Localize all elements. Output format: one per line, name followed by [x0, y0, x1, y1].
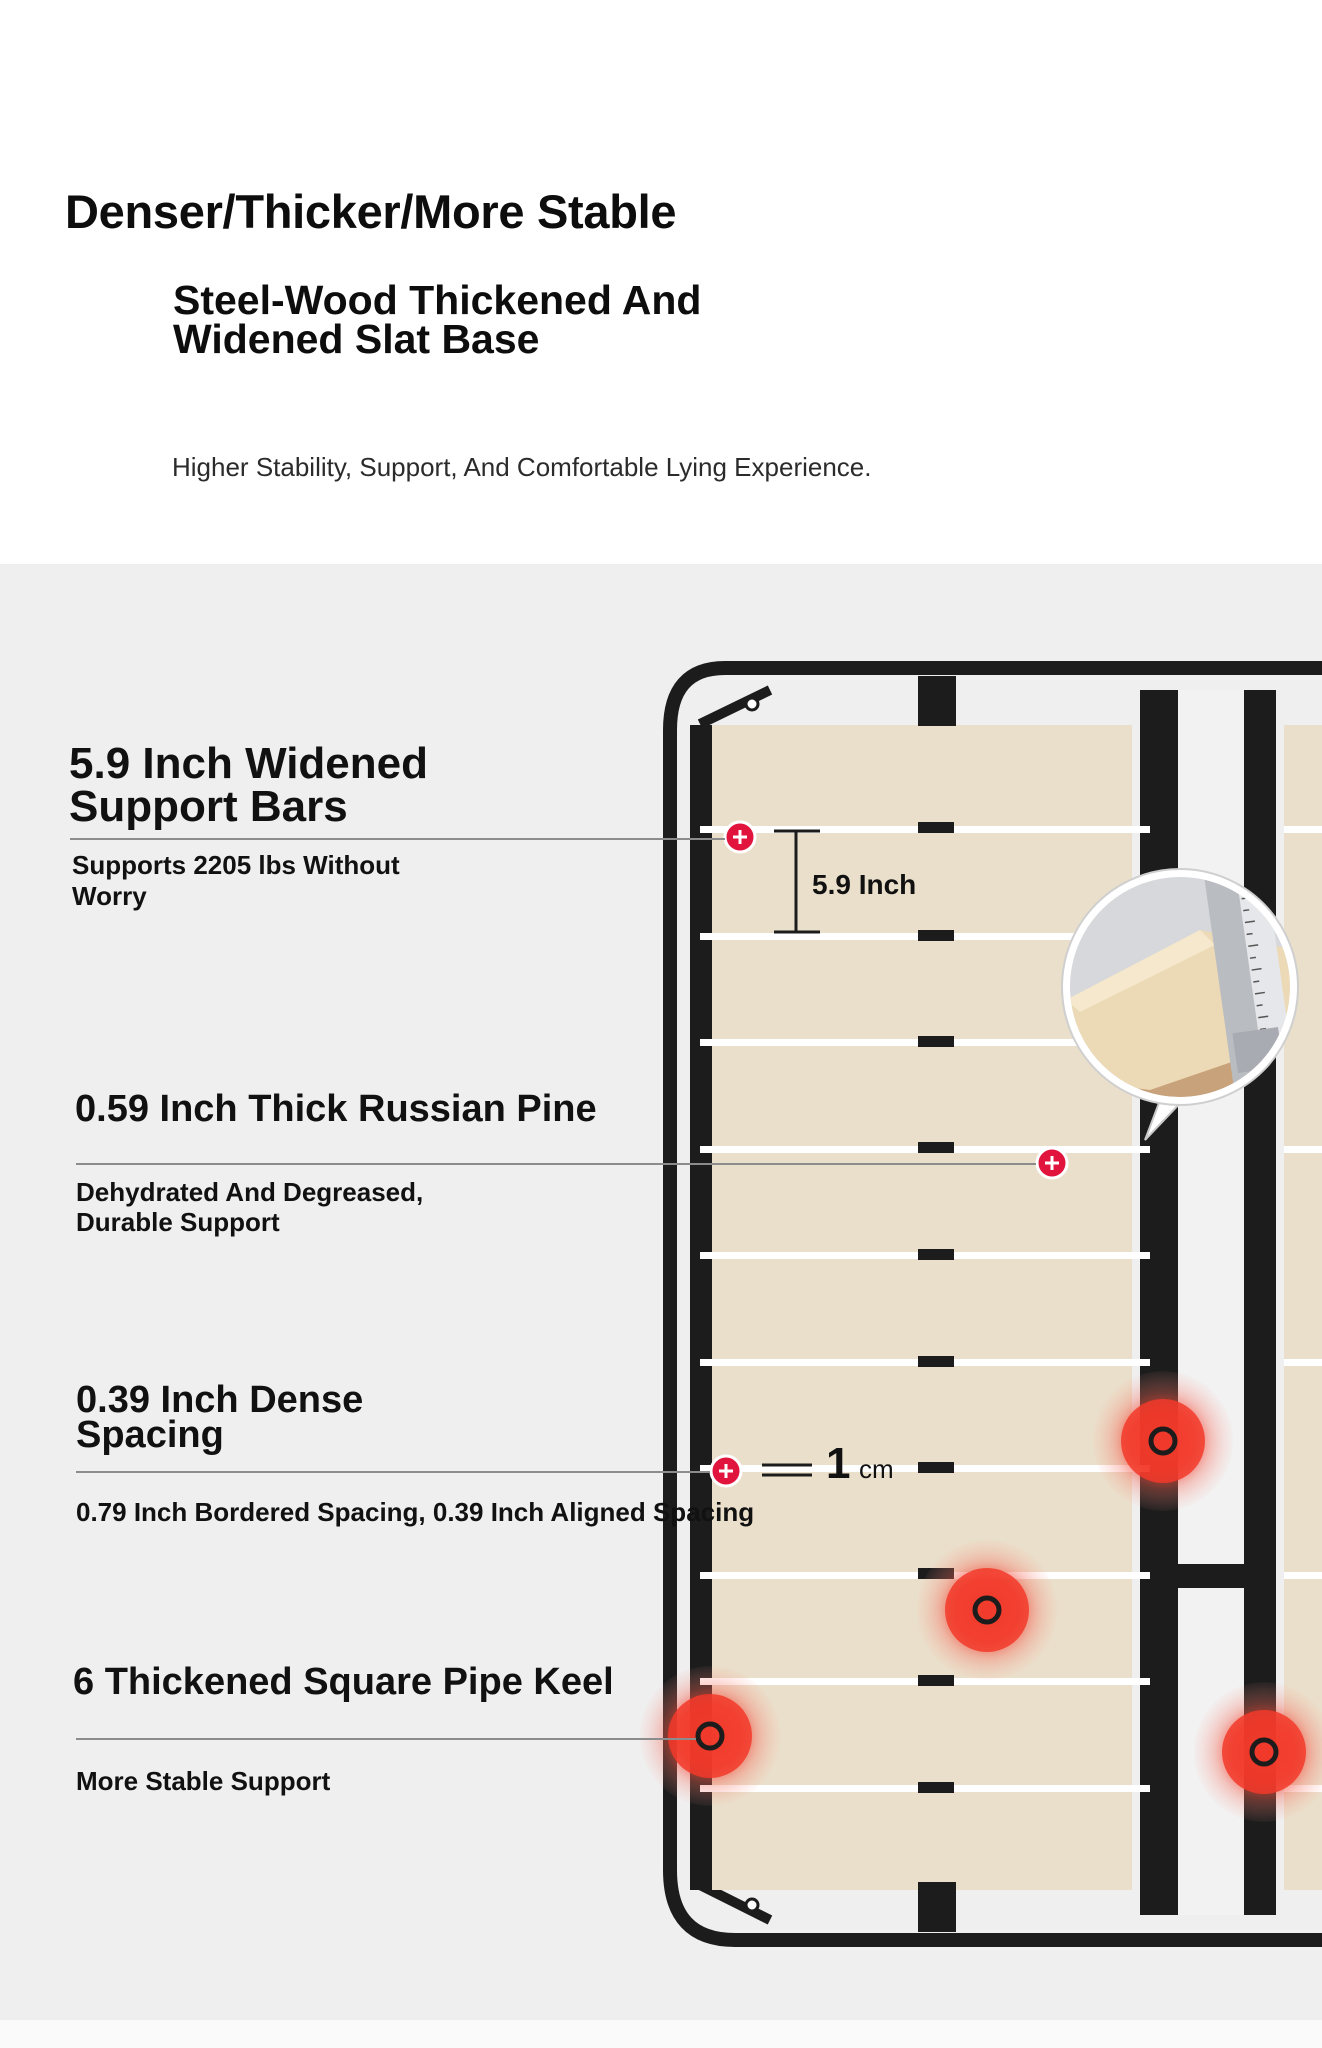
pressure-ring-4-icon — [1194, 1682, 1322, 1822]
gap-label: 1 cm — [826, 1439, 894, 1488]
tagline: Higher Stability, Support, And Comfortab… — [172, 452, 872, 482]
plus-marker-1-icon — [723, 820, 757, 854]
feature-3-desc: 0.79 Inch Bordered Spacing, 0.39 Inch Al… — [76, 1497, 755, 1527]
feature-1-desc-line-2: Worry — [72, 881, 147, 911]
leader-line-3 — [76, 1471, 710, 1473]
slat-width-label: 5.9 Inch — [812, 869, 916, 900]
left-side-rail — [690, 725, 712, 1890]
pressure-ring-2-icon — [917, 1540, 1057, 1680]
leader-line-2 — [76, 1163, 1036, 1165]
corner-bracket-top-icon — [697, 685, 773, 729]
slat-width-dimension — [774, 829, 820, 934]
wood-slats-left — [712, 725, 1132, 1890]
subheadline-line-2: Widened Slat Base — [173, 316, 540, 362]
leader-line-1 — [70, 838, 725, 840]
leader-line-4 — [76, 1738, 696, 1740]
corner-bracket-bottom-icon — [697, 1880, 773, 1925]
subheadline-line-1: Steel-Wood Thickened And — [173, 277, 702, 323]
feature-2-title: 0.59 Inch Thick Russian Pine — [75, 1088, 597, 1130]
bed-frame-outline — [663, 661, 1322, 1947]
caliper-magnifier-lens — [1061, 868, 1299, 1141]
feature-4-desc: More Stable Support — [76, 1766, 331, 1796]
gap-dimension — [762, 1463, 812, 1477]
feature-3-title-line-1: 0.39 Inch Dense — [76, 1379, 364, 1421]
gap-unit: cm — [859, 1454, 894, 1484]
plus-marker-2-icon — [1035, 1146, 1069, 1180]
pressure-ring-3-icon — [640, 1666, 780, 1806]
feature-1-title-line-2: Support Bars — [69, 782, 348, 831]
pressure-ring-1-icon — [1093, 1371, 1233, 1511]
headline: Denser/Thicker/More Stable — [65, 185, 677, 238]
plus-marker-3-icon — [709, 1454, 743, 1488]
feature-1-desc-line-1: Supports 2205 lbs Without — [72, 850, 400, 880]
feature-4-title: 6 Thickened Square Pipe Keel — [73, 1661, 614, 1703]
cross-bar — [1178, 1564, 1244, 1588]
feature-2-desc-line-2: Durable Support — [76, 1207, 280, 1237]
header-section — [0, 0, 1322, 564]
feature-2-desc-line-1: Dehydrated And Degreased, — [76, 1177, 424, 1207]
gap-number: 1 — [826, 1439, 850, 1488]
feature-3-title-line-2: Spacing — [76, 1414, 224, 1456]
feature-1-title-line-1: 5.9 Inch Widened — [69, 739, 429, 788]
footer-strip — [0, 2020, 1322, 2048]
